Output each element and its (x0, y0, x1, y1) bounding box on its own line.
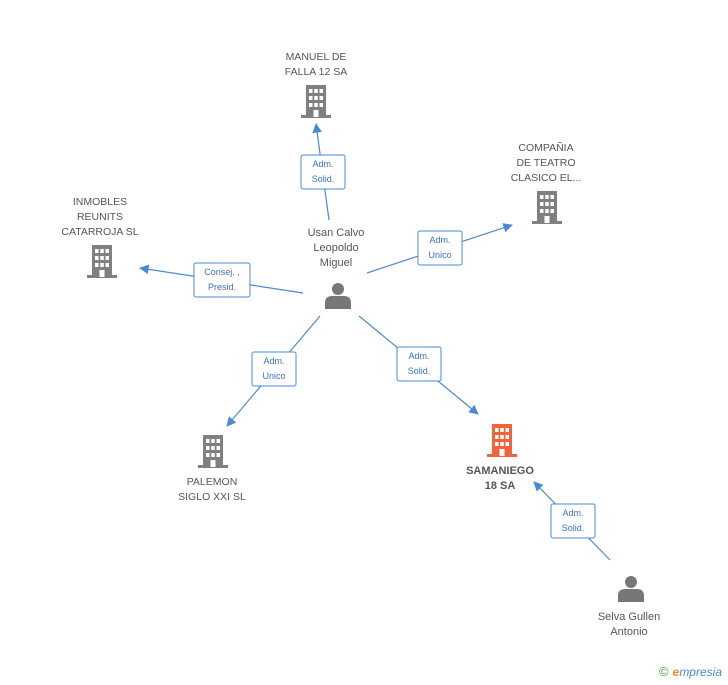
role-text: Adm. (263, 356, 284, 366)
node-label[interactable]: 18 SA (485, 480, 516, 492)
node-label[interactable]: SAMANIEGO (466, 465, 534, 477)
edge-selva-to-samaniego: Adm. Solid. (533, 481, 611, 561)
node-label[interactable]: Miguel (320, 257, 352, 269)
role-text: Adm. (312, 159, 333, 169)
role-badge[interactable]: Adm. Solid. (550, 503, 596, 539)
role-text: Unico (428, 250, 451, 260)
edge-usan-to-palemon: Adm. Unico (226, 315, 321, 427)
node-label[interactable]: Leopoldo (313, 242, 358, 254)
role-text: Adm. (429, 235, 450, 245)
role-badge-box (396, 346, 442, 382)
node-label[interactable]: DE TEATRO (516, 157, 575, 169)
edge-usan-to-samaniego: Adm. Solid. (358, 315, 479, 415)
node-label[interactable]: Usan Calvo (308, 227, 365, 239)
role-badge[interactable]: Adm. Solid. (396, 346, 442, 382)
node-label[interactable]: COMPAÑIA (518, 141, 573, 154)
building-icon[interactable] (532, 191, 562, 224)
role-badge-box (193, 262, 251, 298)
copyright-symbol: © (659, 664, 669, 679)
role-badge-box (300, 154, 346, 190)
node-inmobles[interactable]: INMOBLES REUNITS CATARROJA SL (61, 196, 139, 278)
node-label[interactable]: Selva Gullen (598, 611, 660, 623)
role-text: Adm. (408, 351, 429, 361)
node-label[interactable]: Antonio (610, 626, 647, 638)
node-manuel[interactable]: MANUEL DE FALLA 12 SA (285, 51, 347, 118)
role-text: Solid. (312, 174, 335, 184)
role-text: Consej. , (204, 267, 240, 277)
node-samaniego[interactable]: SAMANIEGO 18 SA (466, 424, 534, 492)
node-label[interactable]: CATARROJA SL (61, 226, 138, 238)
role-badge-box (417, 230, 463, 266)
role-badge-box (251, 351, 297, 387)
person-icon[interactable] (618, 576, 644, 602)
footer-brand: ©empresia (659, 664, 722, 679)
node-compania[interactable]: COMPAÑIA DE TEATRO CLASICO EL... (511, 141, 582, 224)
role-text: Unico (262, 371, 285, 381)
empresia-logo[interactable]: empresia (672, 665, 722, 679)
edge-usan-to-manuel: Adm. Solid. (300, 123, 346, 221)
role-badge[interactable]: Adm. Unico (251, 351, 297, 387)
node-label[interactable]: CLASICO EL... (511, 172, 582, 184)
edge-usan-to-compania: Adm. Unico (366, 223, 513, 274)
node-label[interactable]: REUNITS (77, 211, 123, 223)
role-badge[interactable]: Adm. Solid. (300, 154, 346, 190)
node-label[interactable]: FALLA 12 SA (285, 66, 347, 78)
node-label[interactable]: SIGLO XXI SL (178, 491, 246, 503)
role-badge-box (550, 503, 596, 539)
role-text: Solid. (562, 523, 585, 533)
node-label[interactable]: INMOBLES (73, 196, 127, 208)
node-label[interactable]: PALEMON (187, 476, 238, 488)
role-text: Adm. (562, 508, 583, 518)
role-text: Presid. (208, 282, 236, 292)
node-label[interactable]: MANUEL DE (286, 51, 347, 63)
edge-usan-to-inmobles: Consej. , Presid. (139, 262, 304, 298)
role-badge[interactable]: Adm. Unico (417, 230, 463, 266)
role-badge[interactable]: Consej. , Presid. (193, 262, 251, 298)
building-icon[interactable] (301, 85, 331, 118)
node-palemon[interactable]: PALEMON SIGLO XXI SL (178, 435, 246, 503)
role-text: Solid. (408, 366, 431, 376)
building-icon[interactable] (198, 435, 228, 468)
person-icon[interactable] (325, 283, 351, 309)
building-icon[interactable] (87, 245, 117, 278)
building-icon[interactable] (487, 424, 517, 457)
